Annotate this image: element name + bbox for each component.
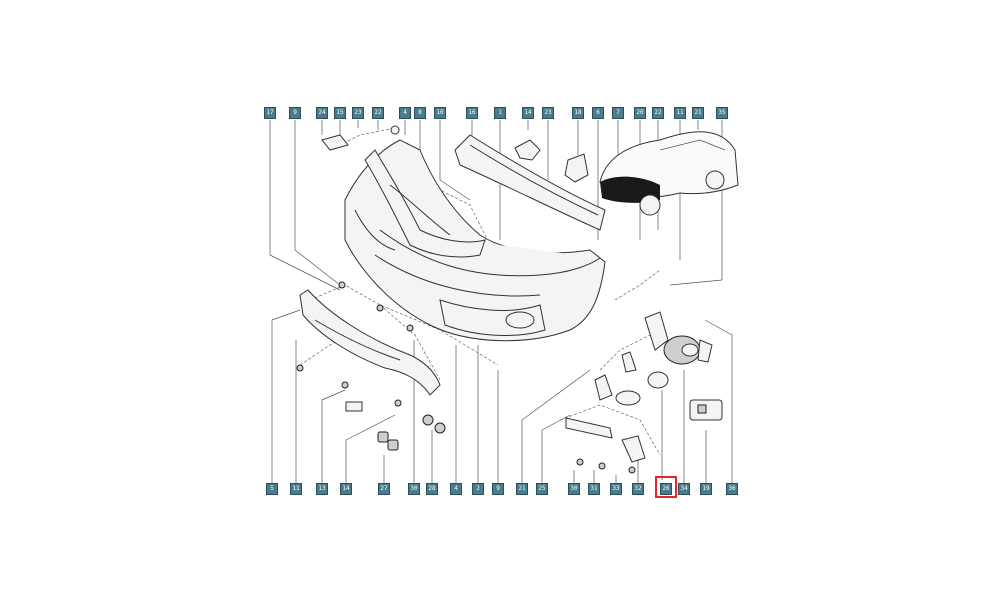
callout-bottom-14[interactable]: 31	[588, 483, 600, 495]
callout-top-1[interactable]: 17	[264, 107, 276, 119]
callout-top-8[interactable]: 8	[414, 107, 426, 119]
callout-bottom-3[interactable]: 13	[316, 483, 328, 495]
callout-bottom-12[interactable]: 25	[536, 483, 548, 495]
upper-grille-frame	[364, 149, 486, 258]
callout-top-4[interactable]: 15	[334, 107, 346, 119]
callout-bottom-8[interactable]: 4	[450, 483, 462, 495]
fasteners	[296, 281, 636, 474]
lower-absorber	[299, 289, 441, 396]
callout-top-17[interactable]: 20	[634, 107, 646, 119]
callout-top-6[interactable]: 22	[372, 107, 384, 119]
callout-bottom-18[interactable]: 34	[678, 483, 690, 495]
top-brackets	[321, 125, 589, 183]
callout-bottom-9[interactable]: 2	[472, 483, 484, 495]
callout-bottom-19[interactable]: 19	[700, 483, 712, 495]
callout-top-16[interactable]: 7	[612, 107, 624, 119]
callout-top-19[interactable]: 11	[674, 107, 686, 119]
callout-top-18[interactable]: 22	[652, 107, 664, 119]
callout-bottom-17[interactable]: 26	[660, 483, 672, 495]
callout-bottom-5[interactable]: 27	[378, 483, 390, 495]
callout-top-3[interactable]: 24	[316, 107, 328, 119]
callout-bottom-2[interactable]: 11	[290, 483, 302, 495]
fog-lamp-bezels	[594, 351, 669, 406]
callout-bottom-13[interactable]: 30	[568, 483, 580, 495]
bumper-reinforcement-beam	[454, 134, 606, 231]
callout-bottom-11[interactable]: 21	[516, 483, 528, 495]
bottom-leader-lines	[271, 309, 733, 483]
selected-part-highlight	[655, 476, 677, 498]
reference-car-illustration	[599, 131, 739, 216]
callout-bottom-10[interactable]: 9	[492, 483, 504, 495]
callout-bottom-6[interactable]: 30	[408, 483, 420, 495]
callout-top-9[interactable]: 10	[434, 107, 446, 119]
callout-top-12[interactable]: 14	[522, 107, 534, 119]
callout-bottom-16[interactable]: 32	[632, 483, 644, 495]
callout-top-10[interactable]: 16	[466, 107, 478, 119]
callout-top-5[interactable]: 23	[352, 107, 364, 119]
callout-top-20[interactable]: 21	[692, 107, 704, 119]
callout-bottom-15[interactable]: 33	[610, 483, 622, 495]
callout-bottom-20[interactable]: 36	[726, 483, 738, 495]
callout-bottom-7[interactable]: 28	[426, 483, 438, 495]
lower-trims	[565, 399, 723, 463]
callout-bottom-4[interactable]: 14	[340, 483, 352, 495]
callout-bottom-1[interactable]: 5	[266, 483, 278, 495]
callout-top-2[interactable]: 9	[289, 107, 301, 119]
fog-lamp-assembly	[644, 311, 713, 365]
callout-top-21[interactable]: 35	[716, 107, 728, 119]
callout-top-15[interactable]: 6	[592, 107, 604, 119]
callout-top-7[interactable]: 4	[399, 107, 411, 119]
callout-top-11[interactable]: 1	[494, 107, 506, 119]
callout-top-13[interactable]: 23	[542, 107, 554, 119]
callout-top-14[interactable]: 18	[572, 107, 584, 119]
